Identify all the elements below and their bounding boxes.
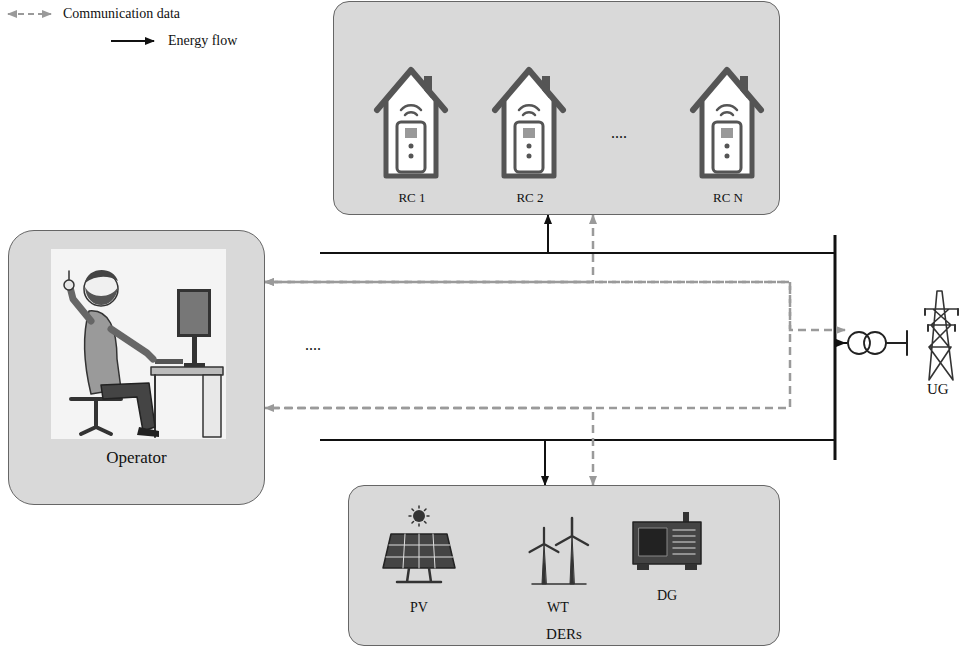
node-label: DERs	[546, 626, 582, 643]
office-chair	[71, 399, 121, 434]
wifi-symbol	[401, 105, 421, 115]
transformer-lead	[835, 342, 847, 344]
meter-button	[725, 144, 730, 159]
house-node: RC N	[690, 58, 766, 210]
person-hair	[85, 270, 118, 283]
dg-node: DG	[627, 508, 707, 606]
person-arm	[111, 329, 153, 359]
wt-node: WT	[522, 514, 594, 618]
panel-stand	[397, 568, 441, 582]
thumb-up	[64, 271, 74, 290]
node-label: RC N	[713, 191, 743, 206]
desk-top	[151, 367, 223, 375]
smart-meter	[397, 122, 425, 172]
house-roof	[495, 70, 563, 110]
operator-panel: Operator	[8, 230, 265, 505]
person-beard	[85, 287, 118, 305]
communication-loop	[270, 282, 790, 408]
communication-link	[265, 282, 845, 330]
insulator	[925, 309, 958, 331]
house-roof	[693, 70, 761, 110]
person-shoe	[137, 427, 159, 437]
smart-meter	[515, 122, 543, 172]
transformer-coil	[864, 332, 886, 354]
node-label: ....	[611, 124, 627, 142]
wifi-symbol	[717, 105, 737, 115]
smart-meter	[713, 122, 741, 172]
ground-line	[532, 583, 586, 585]
solar-panel	[383, 534, 455, 568]
meter-screen	[523, 128, 535, 138]
sun	[413, 510, 425, 522]
node-label: WT	[547, 600, 569, 616]
label-holder: ....	[305, 336, 321, 354]
wifi-symbol	[519, 105, 539, 115]
house-icon	[374, 58, 450, 210]
picture-ground	[51, 249, 226, 439]
legend-sample	[108, 34, 158, 48]
meter-screen	[405, 128, 417, 138]
house-icon	[690, 58, 766, 210]
legend-text: Communication data	[63, 6, 180, 22]
monitor	[177, 289, 211, 337]
panel-grid	[386, 534, 453, 568]
legend-line	[111, 40, 154, 42]
node-label: RC 2	[516, 191, 543, 206]
legend-text: Energy flow	[168, 33, 237, 49]
monitor-stand	[184, 337, 205, 367]
transmission-tower	[925, 291, 958, 380]
person-legs	[101, 383, 155, 431]
keyboard	[155, 359, 183, 364]
desk-drawer	[203, 375, 221, 437]
consumer-panel: .... RC 1 RC 2 RC N	[333, 1, 780, 215]
der-panel: DERs PV WT DG	[348, 485, 780, 646]
energy-link	[545, 343, 845, 485]
turbine-tower	[542, 544, 546, 584]
house-node: RC 1	[374, 58, 450, 210]
node-label: UG	[927, 381, 949, 398]
utility-grid: UG	[845, 285, 963, 403]
generator-panel	[639, 528, 667, 556]
node-label: DG	[657, 588, 677, 604]
legend-line	[8, 13, 51, 15]
node-label: RC 1	[398, 191, 425, 206]
connector-layer	[265, 215, 845, 485]
turbine-blades	[530, 528, 559, 552]
house-roof	[377, 70, 445, 110]
pv-node: PV	[379, 506, 459, 618]
monitor-screen	[180, 292, 208, 334]
legend-item: Energy flow	[108, 33, 237, 49]
house-wall	[504, 102, 554, 176]
ellipsis-label: ....	[305, 336, 321, 354]
meter-button	[409, 144, 414, 159]
meter-screen	[721, 128, 733, 138]
communication-link	[265, 215, 593, 282]
generator-body	[633, 522, 701, 564]
node-label: Operator	[106, 448, 166, 468]
turbine-tower	[570, 536, 574, 584]
bus-lines	[270, 235, 835, 460]
node-label: PV	[410, 600, 428, 616]
house-wall	[702, 102, 752, 176]
sun-rays	[409, 506, 429, 526]
vent-grill	[673, 530, 695, 554]
house-node: RC 2	[492, 58, 568, 210]
transformer-lead	[886, 331, 907, 355]
communication-link	[265, 408, 593, 485]
legend-sample	[5, 7, 55, 21]
turbine-blades	[556, 518, 588, 545]
meter-button	[527, 144, 532, 159]
legend-item: Communication data	[5, 6, 180, 22]
house-icon	[492, 58, 568, 210]
house-wall	[386, 102, 436, 176]
generator-feet	[637, 564, 697, 570]
